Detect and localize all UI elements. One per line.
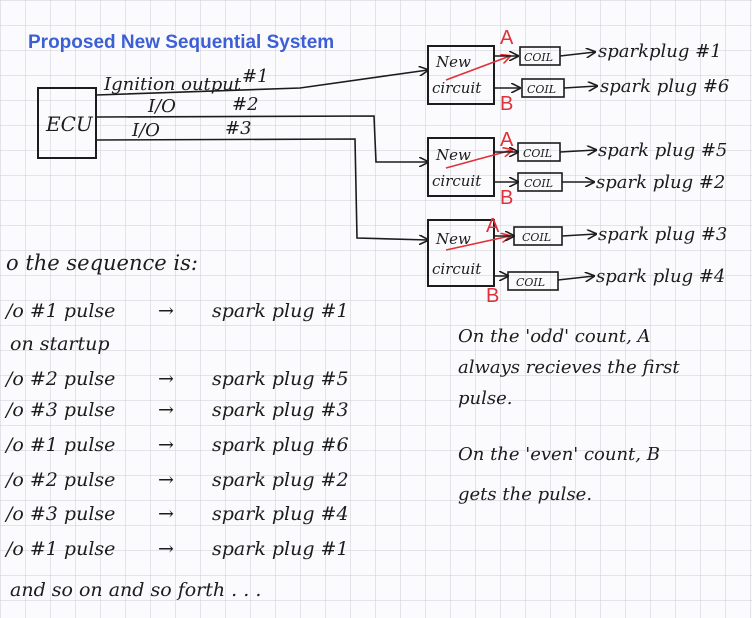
output-3-number: #3	[225, 118, 252, 139]
output-b-label: B	[486, 285, 499, 307]
sequence-output-7: spark plug #4	[212, 503, 349, 525]
internal-red-arrow	[445, 236, 510, 251]
sequence-output-3: spark plug #5	[212, 368, 349, 390]
plug-b-label: spark plug #2	[596, 172, 725, 193]
coil-b-label: COIL	[516, 276, 545, 289]
wire-to-plug-b	[557, 276, 594, 280]
wire-to-plug-a	[561, 234, 596, 236]
coil-a-label: COIL	[523, 147, 552, 160]
internal-red-arrow	[445, 150, 512, 169]
note-odd-line-3: pulse.	[458, 388, 512, 409]
sequence-output-4: spark plug #3	[212, 399, 349, 421]
output-a-label: A	[500, 27, 514, 49]
circuit-block-2: New circuit A B COIL COIL spark plug #5 …	[427, 129, 727, 209]
wire-output-3	[95, 138, 428, 240]
circuit-block-3: New circuit A B COIL COIL spark plug #3 …	[427, 215, 727, 307]
ecu-label: ECU	[45, 112, 94, 136]
circuit-block-1: New circuit A B COIL COIL sparkplug #1 s…	[427, 27, 729, 115]
plug-a-label: spark plug #5	[598, 140, 727, 161]
sequence-output-8: spark plug #1	[212, 538, 349, 560]
sequence-input-4: /o #3 pulse	[4, 399, 115, 421]
wire-to-plug-a	[559, 150, 596, 152]
plug-b-label: spark plug #4	[596, 266, 725, 287]
sequence-arrow-4: →	[158, 399, 174, 421]
circuit-label-line2: circuit	[432, 79, 482, 97]
sequence-heading: o the sequence is:	[6, 251, 198, 275]
note-odd-line-2: always recieves the first	[458, 357, 680, 378]
output-b-label: B	[500, 187, 513, 209]
wire-to-plug-b	[563, 86, 597, 88]
note-odd-line-1: On the 'odd' count, A	[458, 326, 651, 347]
output-b-label: B	[500, 93, 513, 115]
circuit-label-line1: New	[435, 230, 471, 248]
sequence-arrow-6: →	[158, 469, 174, 491]
sequence-output-5: spark plug #6	[212, 434, 349, 456]
circuit-label-line1: New	[435, 146, 471, 164]
sequence-input-2: on startup	[10, 333, 110, 355]
sequence-input-6: /o #2 pulse	[4, 469, 115, 491]
circuit-label-line1: New	[435, 53, 471, 71]
wire-output-2	[95, 115, 428, 162]
sequence-input-5: /o #1 pulse	[4, 434, 115, 456]
internal-red-arrow	[445, 56, 510, 81]
sequence-output-6: spark plug #2	[212, 469, 349, 491]
ecu-box	[37, 87, 97, 159]
output-3-label: I/O	[131, 120, 160, 141]
circuit-box	[427, 45, 495, 105]
output-2-number: #2	[232, 94, 259, 115]
plug-a-label: spark plug #3	[598, 224, 727, 245]
coil-b-label: COIL	[527, 83, 556, 96]
circuit-box	[427, 137, 495, 197]
note-even-line-1: On the 'even' count, B	[458, 444, 660, 465]
output-1-number: #1	[242, 66, 269, 87]
output-1-label: Ignition output	[103, 74, 242, 95]
sequence-arrow-3: →	[158, 368, 174, 390]
wire-to-plug-a	[559, 52, 595, 56]
sequence-input-3: /o #2 pulse	[4, 368, 115, 390]
sequence-input-8: /o #1 pulse	[4, 538, 115, 560]
circuit-box	[427, 219, 495, 287]
output-a-label: A	[500, 129, 514, 151]
plug-b-label: spark plug #6	[600, 76, 729, 97]
circuit-label-line2: circuit	[432, 172, 482, 190]
sequence-arrow-5: →	[158, 434, 174, 456]
coil-b-box	[507, 271, 559, 291]
output-a-label: A	[486, 215, 500, 237]
sequence-output-1: spark plug #1	[212, 300, 349, 322]
diagram-title: Proposed New Sequential System	[28, 32, 334, 53]
circuit-label-line2: circuit	[432, 260, 482, 278]
sequence-input-7: /o #3 pulse	[4, 503, 115, 525]
sequence-input-1: /o #1 pulse	[4, 300, 115, 322]
sequence-arrow-7: →	[158, 503, 174, 525]
coil-a-label: COIL	[524, 51, 553, 64]
note-even-line-2: gets the pulse.	[458, 484, 592, 505]
plug-a-label: sparkplug #1	[598, 41, 722, 62]
sequence-arrow-1: →	[158, 300, 174, 322]
coil-b-label: COIL	[524, 177, 553, 190]
sequence-closing: and so on and so forth . . .	[10, 579, 261, 601]
coil-a-label: COIL	[522, 231, 551, 244]
wire-output-1	[95, 70, 428, 96]
sequence-arrow-8: →	[158, 538, 174, 560]
output-2-label: I/O	[147, 96, 176, 117]
